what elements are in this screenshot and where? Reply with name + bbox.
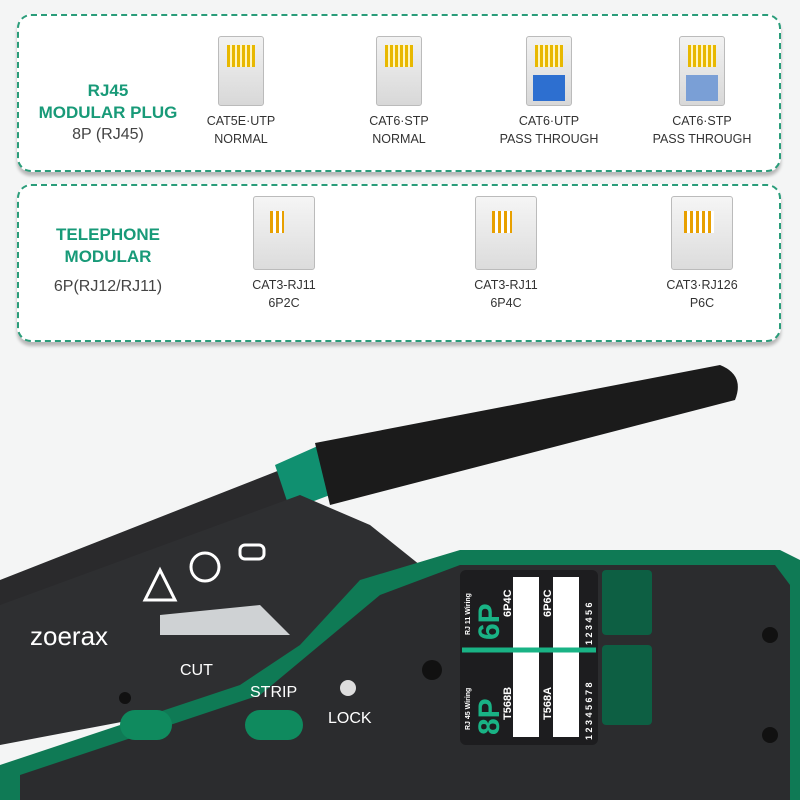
plug-image [376, 36, 422, 106]
8p-crimp-die[interactable] [602, 645, 652, 725]
6p-crimp-die[interactable] [602, 570, 652, 635]
cut-label: CUT [180, 662, 213, 679]
pivot-slot [422, 660, 442, 680]
plug-image [526, 36, 572, 106]
six-p-label: 6P [473, 603, 506, 640]
pin-numbers-6: 1 2 3 4 5 6 [584, 602, 594, 645]
plug-image [679, 36, 725, 106]
strip-slot[interactable] [245, 710, 303, 740]
t568a-label: T568A [542, 687, 554, 720]
rj45-subtitle: 8P (RJ45) [72, 126, 144, 143]
goggles-icon [238, 543, 266, 561]
plug-image [475, 196, 537, 270]
strip-label: STRIP [250, 684, 297, 701]
lock-label: LOCK [328, 710, 372, 727]
6p4c-label: 6P4C [502, 589, 514, 617]
pin-numbers-8: 1 2 3 4 5 6 7 8 [584, 682, 594, 740]
screw-hole [119, 692, 131, 704]
screw-hole [762, 627, 778, 643]
eight-p-label: 8P [473, 698, 506, 735]
black-handle-grip [315, 365, 738, 505]
screw-hole [762, 727, 778, 743]
plug-image [253, 196, 315, 270]
no-hand-icon [189, 551, 221, 583]
plug-image [218, 36, 264, 106]
lock-button[interactable] [340, 680, 356, 696]
cut-slot[interactable] [120, 710, 172, 740]
cut-blade [160, 605, 290, 635]
rj11-wiring-label: RJ 11 Wiring [465, 593, 472, 635]
crimping-tool: zoerax CUT STRIP LOCK RJ 11 Wiring RJ 45… [0, 365, 800, 800]
telephone-subtitle: 6P(RJ12/RJ11) [53, 278, 163, 295]
6p6c-label: 6P6C [542, 589, 554, 617]
rj45-wiring-label: RJ 45 Wiring [465, 688, 472, 730]
brand-logo: zoerax [30, 621, 108, 651]
plug-image [671, 196, 733, 270]
handle-green-ring [275, 445, 330, 510]
t568b-label: T568B [502, 687, 514, 720]
warning-icon [142, 566, 178, 602]
